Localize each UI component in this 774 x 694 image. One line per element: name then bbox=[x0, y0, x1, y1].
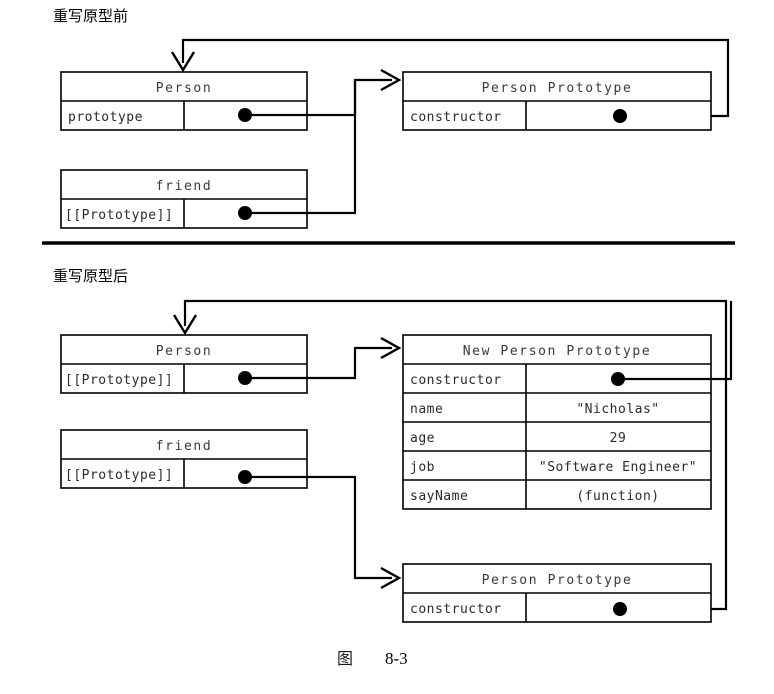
box-title-person-prototype-after: Person Prototype bbox=[482, 573, 633, 588]
link-friend-to-person-prototype-after bbox=[245, 475, 402, 590]
box-person-before: Person prototype bbox=[60, 71, 308, 131]
link-new-prototype-constructor bbox=[618, 301, 733, 381]
figure-caption-cn: 图 bbox=[337, 649, 353, 668]
box-friend-before: friend [[Prototype]] bbox=[60, 169, 308, 229]
row-key-constructor-after: constructor bbox=[410, 602, 502, 617]
pointer-dot-person-prototype-before bbox=[238, 108, 252, 122]
box-title-friend-before: friend bbox=[156, 179, 213, 194]
row-key-name: name bbox=[410, 402, 443, 417]
row-value-name: "Nicholas" bbox=[576, 402, 659, 417]
pointer-dot-friend-before bbox=[238, 206, 252, 220]
section-title-before: 重写原型前 bbox=[53, 7, 128, 25]
section-title-after: 重写原型后 bbox=[53, 267, 128, 285]
box-title-person-after: Person bbox=[156, 344, 213, 359]
row-value-sayname: (function) bbox=[576, 489, 659, 504]
pointer-dot-friend-after bbox=[238, 470, 252, 484]
pointer-dot-constructor-before bbox=[613, 109, 627, 123]
row-key-constructor-new: constructor bbox=[410, 373, 502, 388]
link-person-to-new-prototype bbox=[245, 336, 402, 380]
link-friend-prototype-before bbox=[245, 68, 402, 215]
box-title-person-prototype-before: Person Prototype bbox=[482, 81, 633, 96]
row-key-constructor-before: constructor bbox=[410, 110, 502, 125]
row-key-prototype: prototype bbox=[68, 110, 143, 125]
figure-caption-number: 8-3 bbox=[385, 649, 408, 668]
row-key-friend-proto-before: [[Prototype]] bbox=[65, 208, 173, 223]
row-key-job: job bbox=[410, 460, 435, 475]
box-friend-after: friend [[Prototype]] bbox=[60, 429, 308, 489]
box-person-prototype-before: Person Prototype constructor bbox=[402, 71, 712, 131]
box-title-person-before: Person bbox=[156, 81, 213, 96]
pointer-dot-constructor-new bbox=[611, 372, 625, 386]
row-value-age: 29 bbox=[610, 431, 627, 446]
row-key-sayname: sayName bbox=[410, 489, 468, 504]
pointer-dot-constructor-after bbox=[613, 602, 627, 616]
box-person-after: Person [[Prototype]] bbox=[60, 334, 308, 394]
pointer-dot-person-after bbox=[238, 371, 252, 385]
row-key-friend-proto-after: [[Prototype]] bbox=[65, 468, 173, 483]
box-title-new-person-prototype: New Person Prototype bbox=[463, 344, 652, 359]
box-new-person-prototype: New Person Prototype constructor name "N… bbox=[402, 334, 712, 510]
box-person-prototype-after: Person Prototype constructor bbox=[402, 563, 712, 623]
row-value-job: "Software Engineer" bbox=[539, 460, 697, 475]
box-title-friend-after: friend bbox=[156, 439, 213, 454]
row-key-person-proto-after: [[Prototype]] bbox=[65, 373, 173, 388]
row-key-age: age bbox=[410, 431, 435, 446]
